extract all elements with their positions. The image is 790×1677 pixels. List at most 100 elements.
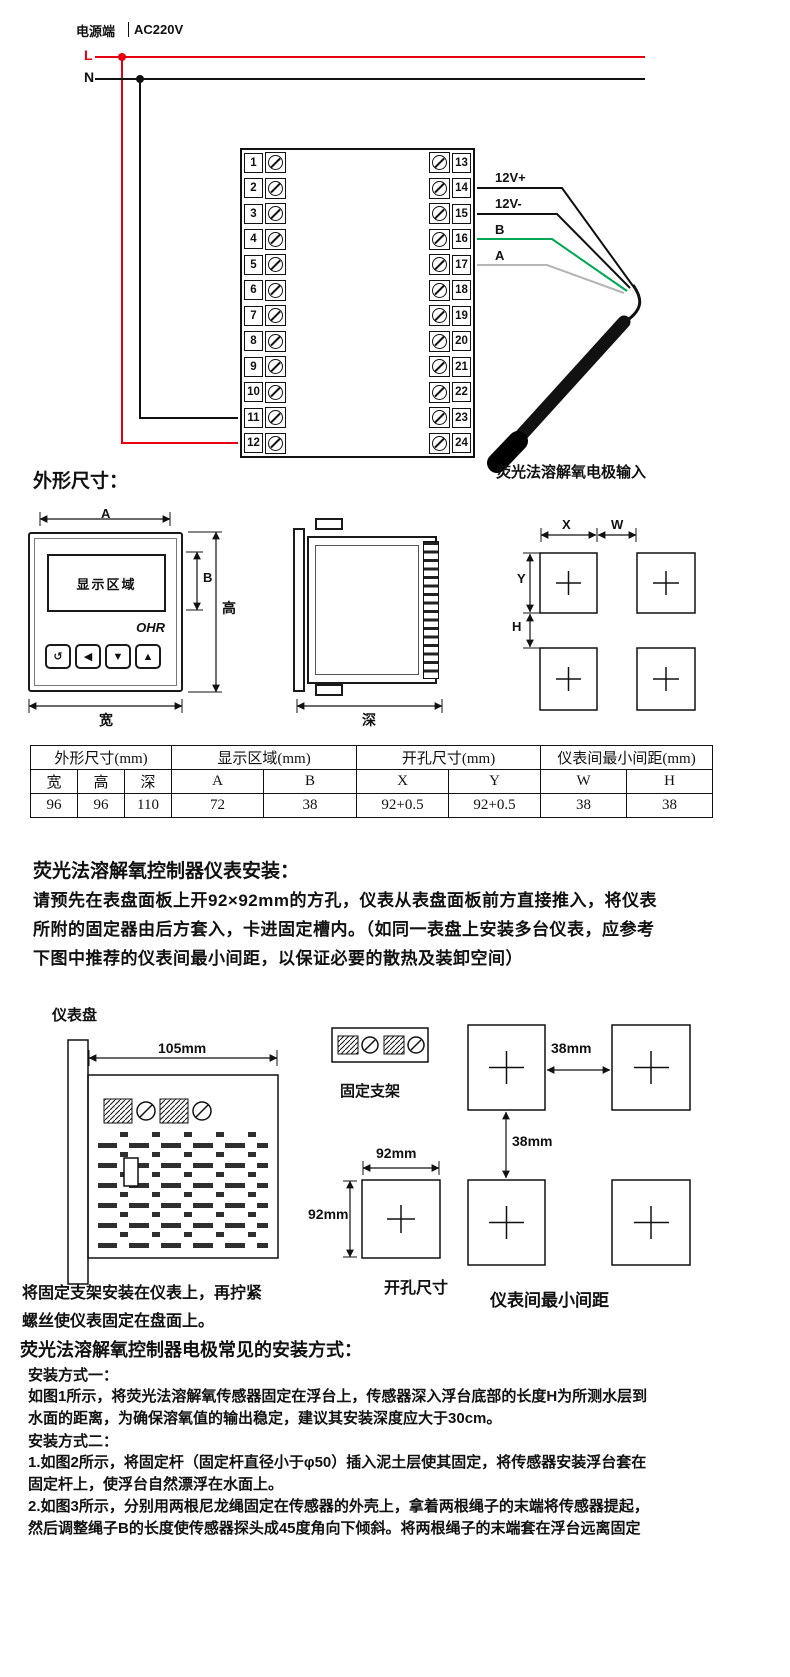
dim-width-label: 宽 bbox=[99, 712, 113, 728]
spacing-drawing bbox=[467, 1024, 691, 1266]
terminal-number: 15 bbox=[452, 203, 471, 224]
value-y: 92+0.5 bbox=[448, 793, 542, 818]
group-cutout: 开孔尺寸(mm) bbox=[356, 745, 542, 770]
power-label-divider bbox=[128, 22, 129, 37]
terminal-row: 8 bbox=[244, 329, 286, 355]
electrode-probe bbox=[487, 284, 642, 473]
terminal-number: 17 bbox=[452, 254, 471, 275]
spec-table: 外形尺寸(mm) 显示区域(mm) 开孔尺寸(mm) 仪表间最小间距(mm) 宽… bbox=[29, 745, 714, 818]
screw-terminal-icon bbox=[429, 381, 450, 403]
front-bezel bbox=[34, 538, 177, 686]
terminal-number: 16 bbox=[452, 229, 471, 250]
line-l-label: L bbox=[84, 47, 93, 63]
col-w: W bbox=[540, 769, 628, 794]
terminal-row: 18 bbox=[429, 278, 471, 304]
bottom-mount-bracket bbox=[315, 684, 343, 696]
terminal-number: 24 bbox=[452, 433, 471, 454]
dim-105mm-label: 105mm bbox=[158, 1040, 207, 1056]
col-a: A bbox=[171, 769, 265, 794]
terminal-number: 12 bbox=[244, 433, 263, 454]
brand-label: OHR bbox=[136, 620, 165, 635]
terminal-row: 2 bbox=[244, 176, 286, 202]
sensor-wires bbox=[477, 187, 634, 294]
screw-terminal-icon bbox=[429, 152, 450, 174]
value-depth: 110 bbox=[123, 793, 173, 818]
text-line: 下图中推荐的仪表间最小间距，以保证必要的散热及装卸空间） bbox=[33, 949, 523, 968]
screw-terminal-icon bbox=[265, 305, 286, 327]
method2-text: 1.如图2所示，将固定杆（固定杆直径小于φ50）插入泥土层使其固定，将传感器安装… bbox=[28, 1452, 649, 1540]
dim-w-label: W bbox=[611, 517, 624, 532]
instrument-front-view: 显示区域 OHR ↺ ◀ ▼ ▲ bbox=[28, 532, 183, 692]
left-button-icon: ◀ bbox=[75, 644, 101, 669]
text-line: 2.如图3所示，分别用两根尼龙绳固定在传感器的外壳上，拿着两根绳子的末端将传感器… bbox=[28, 1498, 649, 1515]
terminal-number: 7 bbox=[244, 305, 263, 326]
screw-terminal-icon bbox=[429, 203, 450, 225]
terminal-number: 14 bbox=[452, 178, 471, 199]
power-terminal-label: 电源端 bbox=[76, 24, 116, 39]
top-mount-bracket bbox=[315, 518, 343, 530]
screw-terminal-icon bbox=[429, 432, 450, 454]
text-line: 螺丝使仪表固定在盘面上。 bbox=[22, 1313, 215, 1330]
terminal-strip bbox=[423, 541, 439, 679]
group-spacing: 仪表间最小间距(mm) bbox=[540, 745, 714, 770]
terminal-number: 5 bbox=[244, 254, 263, 275]
screw-terminal-icon bbox=[265, 330, 286, 352]
screw-terminal-icon bbox=[265, 228, 286, 250]
terminal-row: 4 bbox=[244, 227, 286, 253]
bracket-note: 将固定支架安装在仪表上，再拧紧螺丝使仪表固定在盘面上。 bbox=[22, 1280, 262, 1336]
voltage-label: AC220V bbox=[134, 22, 184, 37]
screw-terminal-icon bbox=[265, 177, 286, 199]
line-n-label: N bbox=[84, 69, 95, 85]
screw-terminal-icon bbox=[429, 305, 450, 327]
dim-38mm-vertical-label: 38mm bbox=[512, 1133, 553, 1149]
text-line: 然后调整绳子B的长度使传感器探头成45度角向下倾斜。将两根绳子的末端套在浮台远离… bbox=[28, 1520, 641, 1537]
terminal-row: 13 bbox=[429, 150, 471, 176]
value-b: 38 bbox=[263, 793, 358, 818]
dim-92mm-left-label: 92mm bbox=[308, 1206, 349, 1222]
group-display: 显示区域(mm) bbox=[171, 745, 358, 770]
wire-label-12v-minus: 12V- bbox=[495, 196, 522, 211]
col-x: X bbox=[356, 769, 450, 794]
terminal-row: 17 bbox=[429, 252, 471, 278]
table-group-header-row: 外形尺寸(mm) 显示区域(mm) 开孔尺寸(mm) 仪表间最小间距(mm) bbox=[29, 745, 714, 770]
front-buttons: ↺ ◀ ▼ ▲ bbox=[45, 644, 161, 669]
dim-b-label: B bbox=[203, 570, 213, 585]
loop-button-icon: ↺ bbox=[45, 644, 71, 669]
fixing-bracket-drawing bbox=[331, 1027, 429, 1063]
value-h: 38 bbox=[626, 793, 714, 818]
up-button-icon: ▲ bbox=[135, 644, 161, 669]
screw-terminal-icon bbox=[265, 279, 286, 301]
wire-label-b: B bbox=[495, 222, 505, 237]
power-lines bbox=[95, 53, 645, 444]
panel-label: 仪表盘 bbox=[52, 1007, 98, 1024]
screw-terminal-icon bbox=[429, 330, 450, 352]
text-line: 1.如图2所示，将固定杆（固定杆直径小于φ50）插入泥土层使其固定，将传感器安装… bbox=[28, 1454, 647, 1471]
value-height: 96 bbox=[77, 793, 125, 818]
install-heading: 荧光法溶解氧控制器仪表安装： bbox=[33, 861, 300, 882]
screw-terminal-icon bbox=[265, 254, 286, 276]
dim-height-label: 高 bbox=[222, 600, 236, 616]
terminal-row: 9 bbox=[244, 354, 286, 380]
cutout-drawing bbox=[343, 1161, 441, 1259]
text-line: 所附的固定器由后方套入，卡进固定槽内。（如同一表盘上安装多台仪表，应参考 bbox=[33, 920, 655, 939]
col-b: B bbox=[263, 769, 358, 794]
down-button-icon: ▼ bbox=[105, 644, 131, 669]
install-paragraph: 请预先在表盘面板上开92×92mm的方孔，仪表从表盘面板前方直接推入，将仪表所附… bbox=[33, 886, 657, 973]
terminal-number: 1 bbox=[244, 152, 263, 173]
dim-92mm-top-label: 92mm bbox=[376, 1145, 417, 1161]
terminal-number: 6 bbox=[244, 280, 263, 301]
col-height: 高 bbox=[77, 769, 125, 794]
dim-depth-label: 深 bbox=[362, 712, 376, 728]
terminal-number: 11 bbox=[244, 407, 263, 428]
dim-x-label: X bbox=[562, 517, 571, 532]
table-values-row: 96 96 110 72 38 92+0.5 92+0.5 38 38 bbox=[30, 793, 714, 818]
side-inner bbox=[315, 545, 419, 675]
method1-text: 如图1所示，将荧光法溶解氧传感器固定在浮台上，传感器深入浮台底部的长度H为所测水… bbox=[28, 1386, 647, 1430]
terminal-row: 22 bbox=[429, 380, 471, 406]
text-line: 固定杆上，使浮台自然漂浮在水面上。 bbox=[28, 1476, 284, 1493]
terminal-number: 2 bbox=[244, 178, 263, 199]
dimension-drawings bbox=[28, 512, 696, 713]
screw-terminal-icon bbox=[429, 228, 450, 250]
col-width: 宽 bbox=[30, 769, 78, 794]
